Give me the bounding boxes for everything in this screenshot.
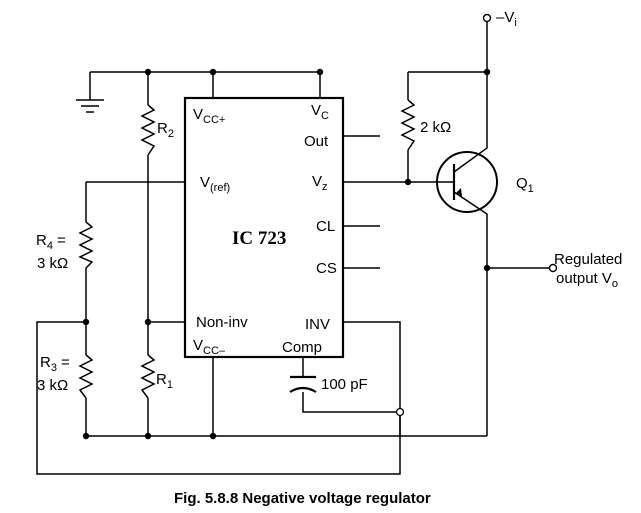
pin-vc-label: VC — [311, 102, 329, 122]
ground-icon — [76, 99, 104, 113]
junction-dot — [82, 432, 90, 440]
junction-dot — [483, 264, 491, 272]
wires — [36, 22, 550, 475]
junction-dot — [483, 68, 491, 76]
pin-comp-label: Comp — [282, 339, 322, 356]
r3-value: 3 kΩ — [37, 377, 68, 394]
output-terminal-icon — [548, 263, 558, 273]
transistor-q1-icon — [436, 130, 498, 232]
pin-vz-label: Vz — [312, 173, 328, 193]
r2-label: R2 — [157, 120, 174, 140]
pin-vcc-plus-label: VCC+ — [193, 106, 225, 126]
crossover-junction — [395, 407, 405, 417]
resistor-2k-icon — [400, 99, 416, 151]
junction-dot — [209, 432, 217, 440]
junction-dot — [82, 318, 90, 326]
q1-label: Q1 — [516, 175, 534, 195]
capacitor-icon — [289, 375, 317, 393]
ic-723-box — [183, 96, 345, 359]
r4-label: R4= — [36, 232, 66, 252]
pin-vcc-minus-label: VCC– — [193, 337, 226, 357]
input-voltage-label: –Vi — [496, 9, 517, 29]
output-label-line2: output Vo — [556, 270, 618, 290]
resistor-r3-icon — [78, 354, 94, 399]
resistor-r2-icon — [140, 104, 156, 156]
resistor-2k-value: 2 kΩ — [420, 119, 451, 136]
r1-label: R1 — [156, 371, 173, 391]
pin-cl-label: CL — [316, 218, 335, 235]
pin-cs-label: CS — [316, 260, 337, 277]
junction-dot — [144, 318, 152, 326]
junction-dot — [209, 68, 217, 76]
junction-dots — [82, 68, 491, 440]
pin-out-label: Out — [304, 133, 329, 150]
junction-dot — [404, 178, 412, 186]
figure-caption: Fig. 5.8.8 Negative voltage regulator — [174, 490, 431, 507]
r4-value: 3 kΩ — [37, 255, 68, 272]
output-label-line1: Regulated — [554, 251, 622, 268]
resistor-r4-icon — [78, 221, 94, 269]
pin-non-inv-label: Non-inv — [196, 314, 248, 331]
capacitor-value: 100 pF — [321, 376, 368, 393]
junction-dot — [316, 68, 324, 76]
ic-name-label: IC 723 — [232, 228, 286, 249]
pin-inv-label: INV — [305, 316, 330, 333]
pin-vref-label: V(ref) — [200, 174, 230, 194]
junction-dot — [144, 68, 152, 76]
input-terminal-icon — [482, 13, 492, 23]
junction-dot — [144, 432, 152, 440]
r3-label: R3= — [40, 354, 70, 374]
resistor-r1-icon — [140, 354, 156, 399]
